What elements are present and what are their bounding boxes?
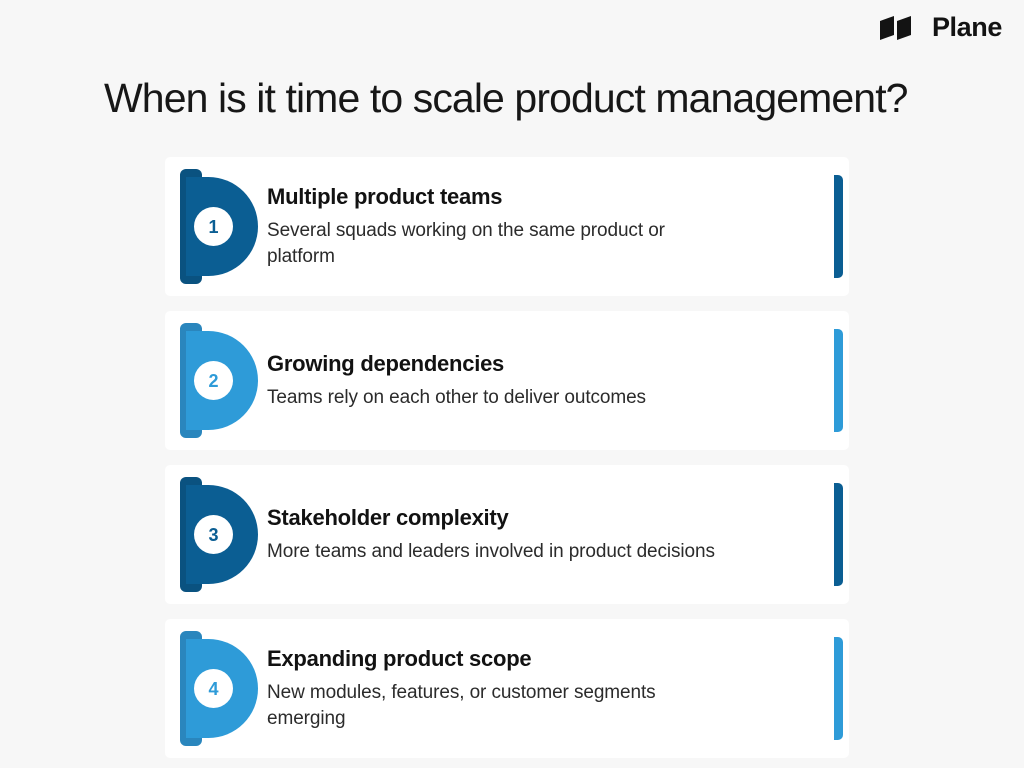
badge-disc-shape: 3 [194,515,233,554]
badge-number: 4 [208,678,219,699]
card-heading: Stakeholder complexity [267,505,509,531]
badge-number: 2 [208,370,219,391]
card-body: Several squads working on the same produ… [267,219,665,267]
badge-disc-shape: 1 [194,207,233,246]
card-accent-bar [834,637,843,740]
brand-logo: Plane [879,14,1002,41]
card-heading: Growing dependencies [267,351,505,377]
badge-number: 3 [208,524,219,545]
page-title: When is it time to scale product managem… [104,75,908,121]
card-heading: Multiple product teams [267,184,503,210]
card-heading: Expanding product scope [267,646,532,672]
list-item[interactable]: 4 Expanding product scope New modules, f… [165,619,849,758]
card-accent-bar [834,329,843,432]
card-text-block: Stakeholder complexity More teams and le… [267,504,849,565]
number-badge: 2 [180,323,267,438]
scale-signal-card-list: 1 Multiple product teams Several squads … [165,157,849,758]
card-text-block: Growing dependencies Teams rely on each … [267,350,849,411]
list-item[interactable]: 3 Stakeholder complexity More teams and … [165,465,849,604]
brand-wordmark: Plane [931,12,1002,42]
plane-wings-icon [879,15,911,40]
card-body: Teams rely on each other to deliver outc… [267,386,646,408]
badge-disc-shape: 4 [194,669,233,708]
card-text-block: Multiple product teams Several squads wo… [267,183,849,270]
card-accent-bar [834,175,843,278]
badge-disc-shape: 2 [194,361,233,400]
number-badge: 1 [180,169,267,284]
badge-number: 1 [208,216,219,237]
list-item[interactable]: 1 Multiple product teams Several squads … [165,157,849,296]
list-item[interactable]: 2 Growing dependencies Teams rely on eac… [165,311,849,450]
card-body: New modules, features, or customer segme… [267,681,656,729]
number-badge: 3 [180,477,267,592]
card-text-block: Expanding product scope New modules, fea… [267,645,849,732]
number-badge: 4 [180,631,267,746]
card-accent-bar [834,483,843,586]
card-body: More teams and leaders involved in produ… [267,540,715,562]
